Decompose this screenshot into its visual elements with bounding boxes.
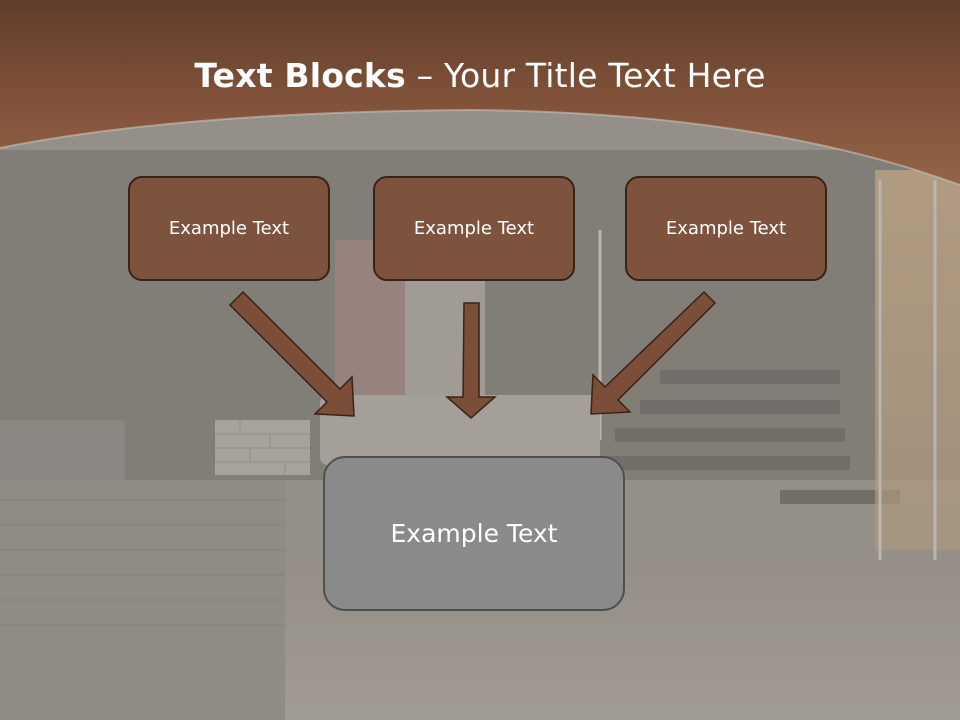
target-block[interactable]: Example Text: [323, 456, 625, 611]
text-block-1[interactable]: Example Text: [128, 176, 330, 281]
slide-title: Text Blocks – Your Title Text Here: [0, 52, 960, 100]
title-bold: Text Blocks: [194, 56, 406, 95]
text-block-1-label: Example Text: [168, 218, 290, 239]
arrow-right-diagonal: [590, 290, 717, 415]
arrow-left-diagonal: [228, 290, 355, 417]
text-block-2-label: Example Text: [413, 218, 535, 239]
text-block-3-label: Example Text: [665, 218, 787, 239]
text-block-3[interactable]: Example Text: [625, 176, 827, 281]
title-rest: – Your Title Text Here: [405, 56, 766, 95]
text-block-2[interactable]: Example Text: [373, 176, 575, 281]
target-block-label: Example Text: [390, 519, 558, 548]
arrow-center-vertical: [445, 302, 497, 419]
